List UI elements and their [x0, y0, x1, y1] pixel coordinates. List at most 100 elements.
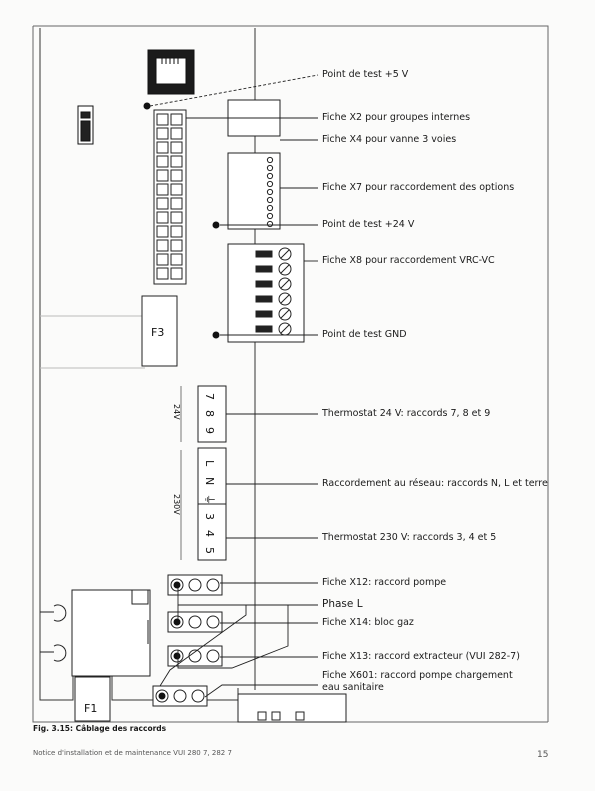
fuse-f1-label: F1 [84, 702, 97, 715]
rj-connector [147, 49, 195, 95]
plug-x13 [167, 645, 223, 667]
plug-pin-phase [158, 692, 166, 700]
label-x12: Fiche X12: raccord pompe [322, 577, 447, 588]
connector-pin [156, 127, 169, 140]
label-thermostat-230v: Thermostat 230 V: raccords 3, 4 et 5 [322, 532, 497, 543]
label-test-gnd: Point de test GND [322, 329, 407, 340]
x8-screw-slot [280, 294, 290, 304]
plug-pin [173, 689, 187, 703]
plug-pin [191, 689, 205, 703]
fuse-f3 [141, 295, 178, 367]
x8-wire [255, 295, 273, 303]
plug-pin [188, 615, 202, 629]
connector-pin [156, 141, 169, 154]
test-point-gnd [212, 331, 220, 339]
figure-caption: Fig. 3.15: Câblage des raccords [33, 724, 167, 733]
x8-screw-slot [280, 264, 290, 274]
label-x7: Fiche X7 pour raccordement des options [322, 182, 515, 193]
connector-pin [156, 197, 169, 210]
label-test-5v: Point de test +5 V [322, 69, 409, 80]
x8-screw-slot [280, 309, 290, 319]
label-x2: Fiche X2 pour groupes internes [322, 112, 471, 123]
label-x601-line2: eau sanitaire [322, 682, 384, 693]
terminal-24v-7: 7 [203, 393, 216, 400]
label-x4: Fiche X4 pour vanne 3 voies [322, 134, 457, 145]
x8-wire [255, 325, 273, 333]
connector-pin [170, 183, 183, 196]
x8-screw-slot [280, 324, 290, 334]
connector-pin [170, 113, 183, 126]
connector-pin [170, 127, 183, 140]
terminal-mains-1: N [203, 477, 216, 485]
connector-pin [156, 253, 169, 266]
terminal-24v-8: 8 [203, 410, 216, 417]
connector-pin [170, 211, 183, 224]
plug-x7 [227, 152, 281, 230]
x7-pin [266, 180, 274, 188]
label-thermostat-24v: Thermostat 24 V: raccords 7, 8 et 9 [322, 408, 491, 419]
terminal-230v-5: 5 [203, 547, 216, 554]
label-x8: Fiche X8 pour raccordement VRC-VC [322, 255, 495, 266]
x7-pin [266, 212, 274, 220]
plug-x14 [167, 611, 223, 633]
switch [77, 105, 94, 145]
voltage-230v-label: 230V [172, 494, 181, 515]
voltage-24v-label: 24V [172, 404, 181, 420]
connector-x2-block [153, 109, 187, 285]
test-point-24v [212, 221, 220, 229]
terminal-24v-9: 9 [203, 427, 216, 434]
connector-pin [170, 225, 183, 238]
connector-pin [170, 253, 183, 266]
connector-pin [170, 267, 183, 280]
terminal-x8 [227, 243, 305, 343]
plug-pin-phase [173, 581, 181, 589]
label-test-24v: Point de test +24 V [322, 219, 415, 230]
label-reseau: Raccordement au réseau: raccords N, L et… [322, 478, 548, 489]
terminal-strip [180, 385, 227, 561]
x8-screw-slot [280, 279, 290, 289]
terminal-230v-3: 3 [203, 513, 216, 520]
plug-pin [206, 615, 220, 629]
bottom-connector [237, 693, 347, 723]
connector-pin [156, 239, 169, 252]
terminal-mains-2: ⏚ [203, 494, 216, 505]
terminal-mains-0: L [203, 460, 216, 467]
x8-screw-slot [280, 249, 290, 259]
connector-pin [156, 113, 169, 126]
x7-pin [266, 196, 274, 204]
connector-pin [156, 267, 169, 280]
plug-pin [206, 578, 220, 592]
x7-pin [266, 164, 274, 172]
fuse-f3-label: F3 [151, 326, 164, 339]
connector-pin [156, 183, 169, 196]
plug-pin [206, 649, 220, 663]
test-point-5v [143, 102, 151, 110]
connector-pin [156, 155, 169, 168]
x7-pin [266, 156, 274, 164]
plug-pin-phase [173, 618, 181, 626]
connector-pin [170, 141, 183, 154]
connector-pin [156, 211, 169, 224]
left-components [40, 589, 151, 677]
connector-pin [170, 197, 183, 210]
terminal-230v-4: 4 [203, 530, 216, 537]
x7-pin [266, 220, 274, 228]
connector-pin [156, 169, 169, 182]
plug-pin-phase [173, 652, 181, 660]
connector-pin [170, 239, 183, 252]
plug-x601 [152, 685, 208, 707]
x8-wire [255, 280, 273, 288]
connector-pin [170, 155, 183, 168]
connector-pin [156, 225, 169, 238]
x7-pin [266, 204, 274, 212]
x7-pin [266, 172, 274, 180]
connector-pin [170, 169, 183, 182]
label-x601-line1: Fiche X601: raccord pompe chargement [322, 670, 513, 681]
plug-pin [188, 578, 202, 592]
x7-pin [266, 188, 274, 196]
page-footer: Notice d'installation et de maintenance … [33, 749, 232, 757]
label-x14: Fiche X14: bloc gaz [322, 617, 414, 628]
x8-wire [255, 250, 273, 258]
label-phase: Phase L [322, 598, 363, 610]
